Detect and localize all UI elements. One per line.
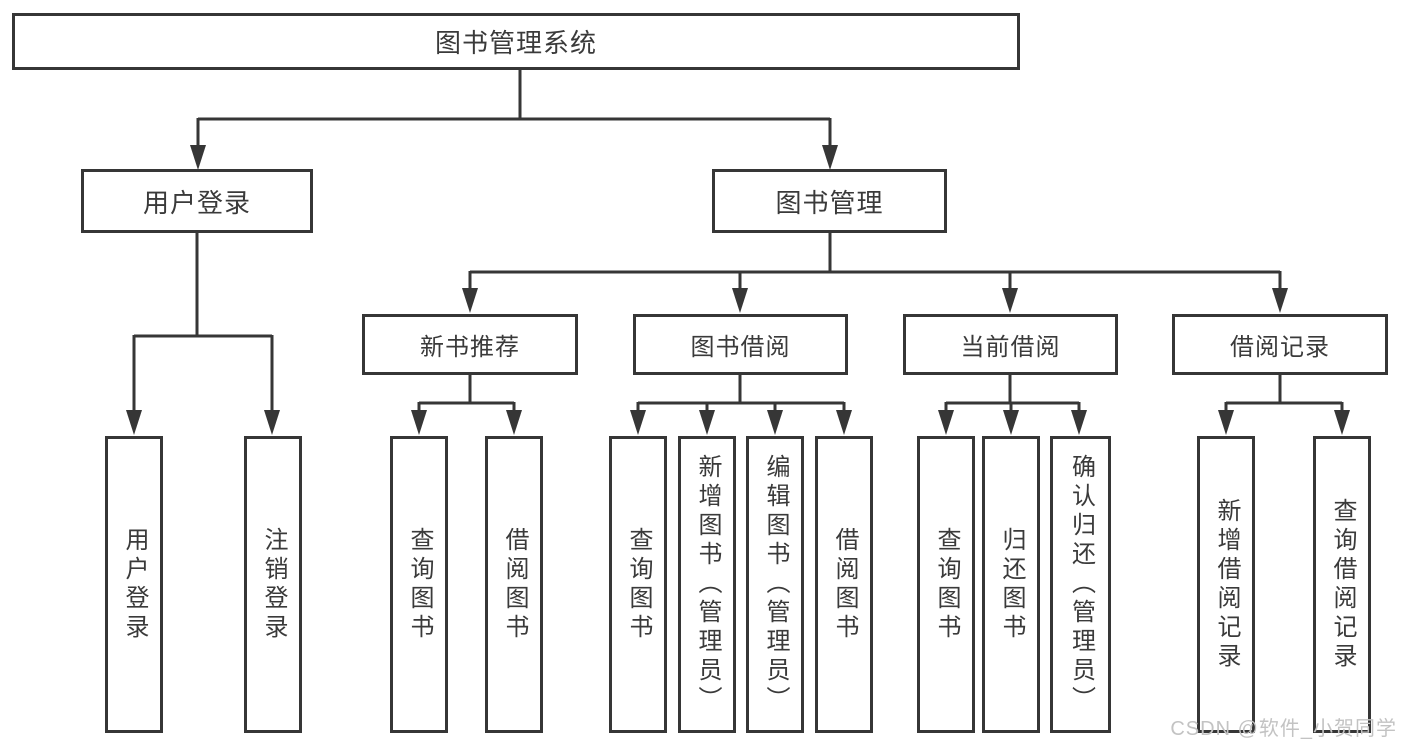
leaf-borrow-books-recommend: 借阅图书 [485,436,543,733]
leaf-borrow-books-borrowing: 借阅图书 [815,436,873,733]
leaf-edit-books-admin: 编辑图书（管理员） [746,436,804,733]
node-book-management: 图书管理 [712,169,947,233]
leaf-logout-login: 注销登录 [244,436,302,733]
node-book-borrowing: 图书借阅 [633,314,848,375]
arrowheads [126,145,1350,435]
node-root: 图书管理系统 [12,13,1020,70]
leaf-query-books-recommend: 查询图书 [390,436,448,733]
node-user-login: 用户登录 [81,169,313,233]
leaf-confirm-return-admin: 确认归还（管理员） [1050,436,1111,733]
node-new-book-recommendation: 新书推荐 [362,314,578,375]
leaf-add-borrow-record: 新增借阅记录 [1197,436,1255,733]
leaf-user-login: 用户登录 [105,436,163,733]
leaf-add-books-admin: 新增图书（管理员） [678,436,736,733]
leaf-query-borrow-record: 查询借阅记录 [1313,436,1371,733]
node-current-borrowing: 当前借阅 [903,314,1118,375]
leaf-return-books: 归还图书 [982,436,1040,733]
leaf-query-books-borrowing: 查询图书 [609,436,667,733]
leaf-query-books-current: 查询图书 [917,436,975,733]
csdn-watermark: CSDN @软件_小贺同学 [1170,718,1397,740]
node-borrowing-records: 借阅记录 [1172,314,1388,375]
